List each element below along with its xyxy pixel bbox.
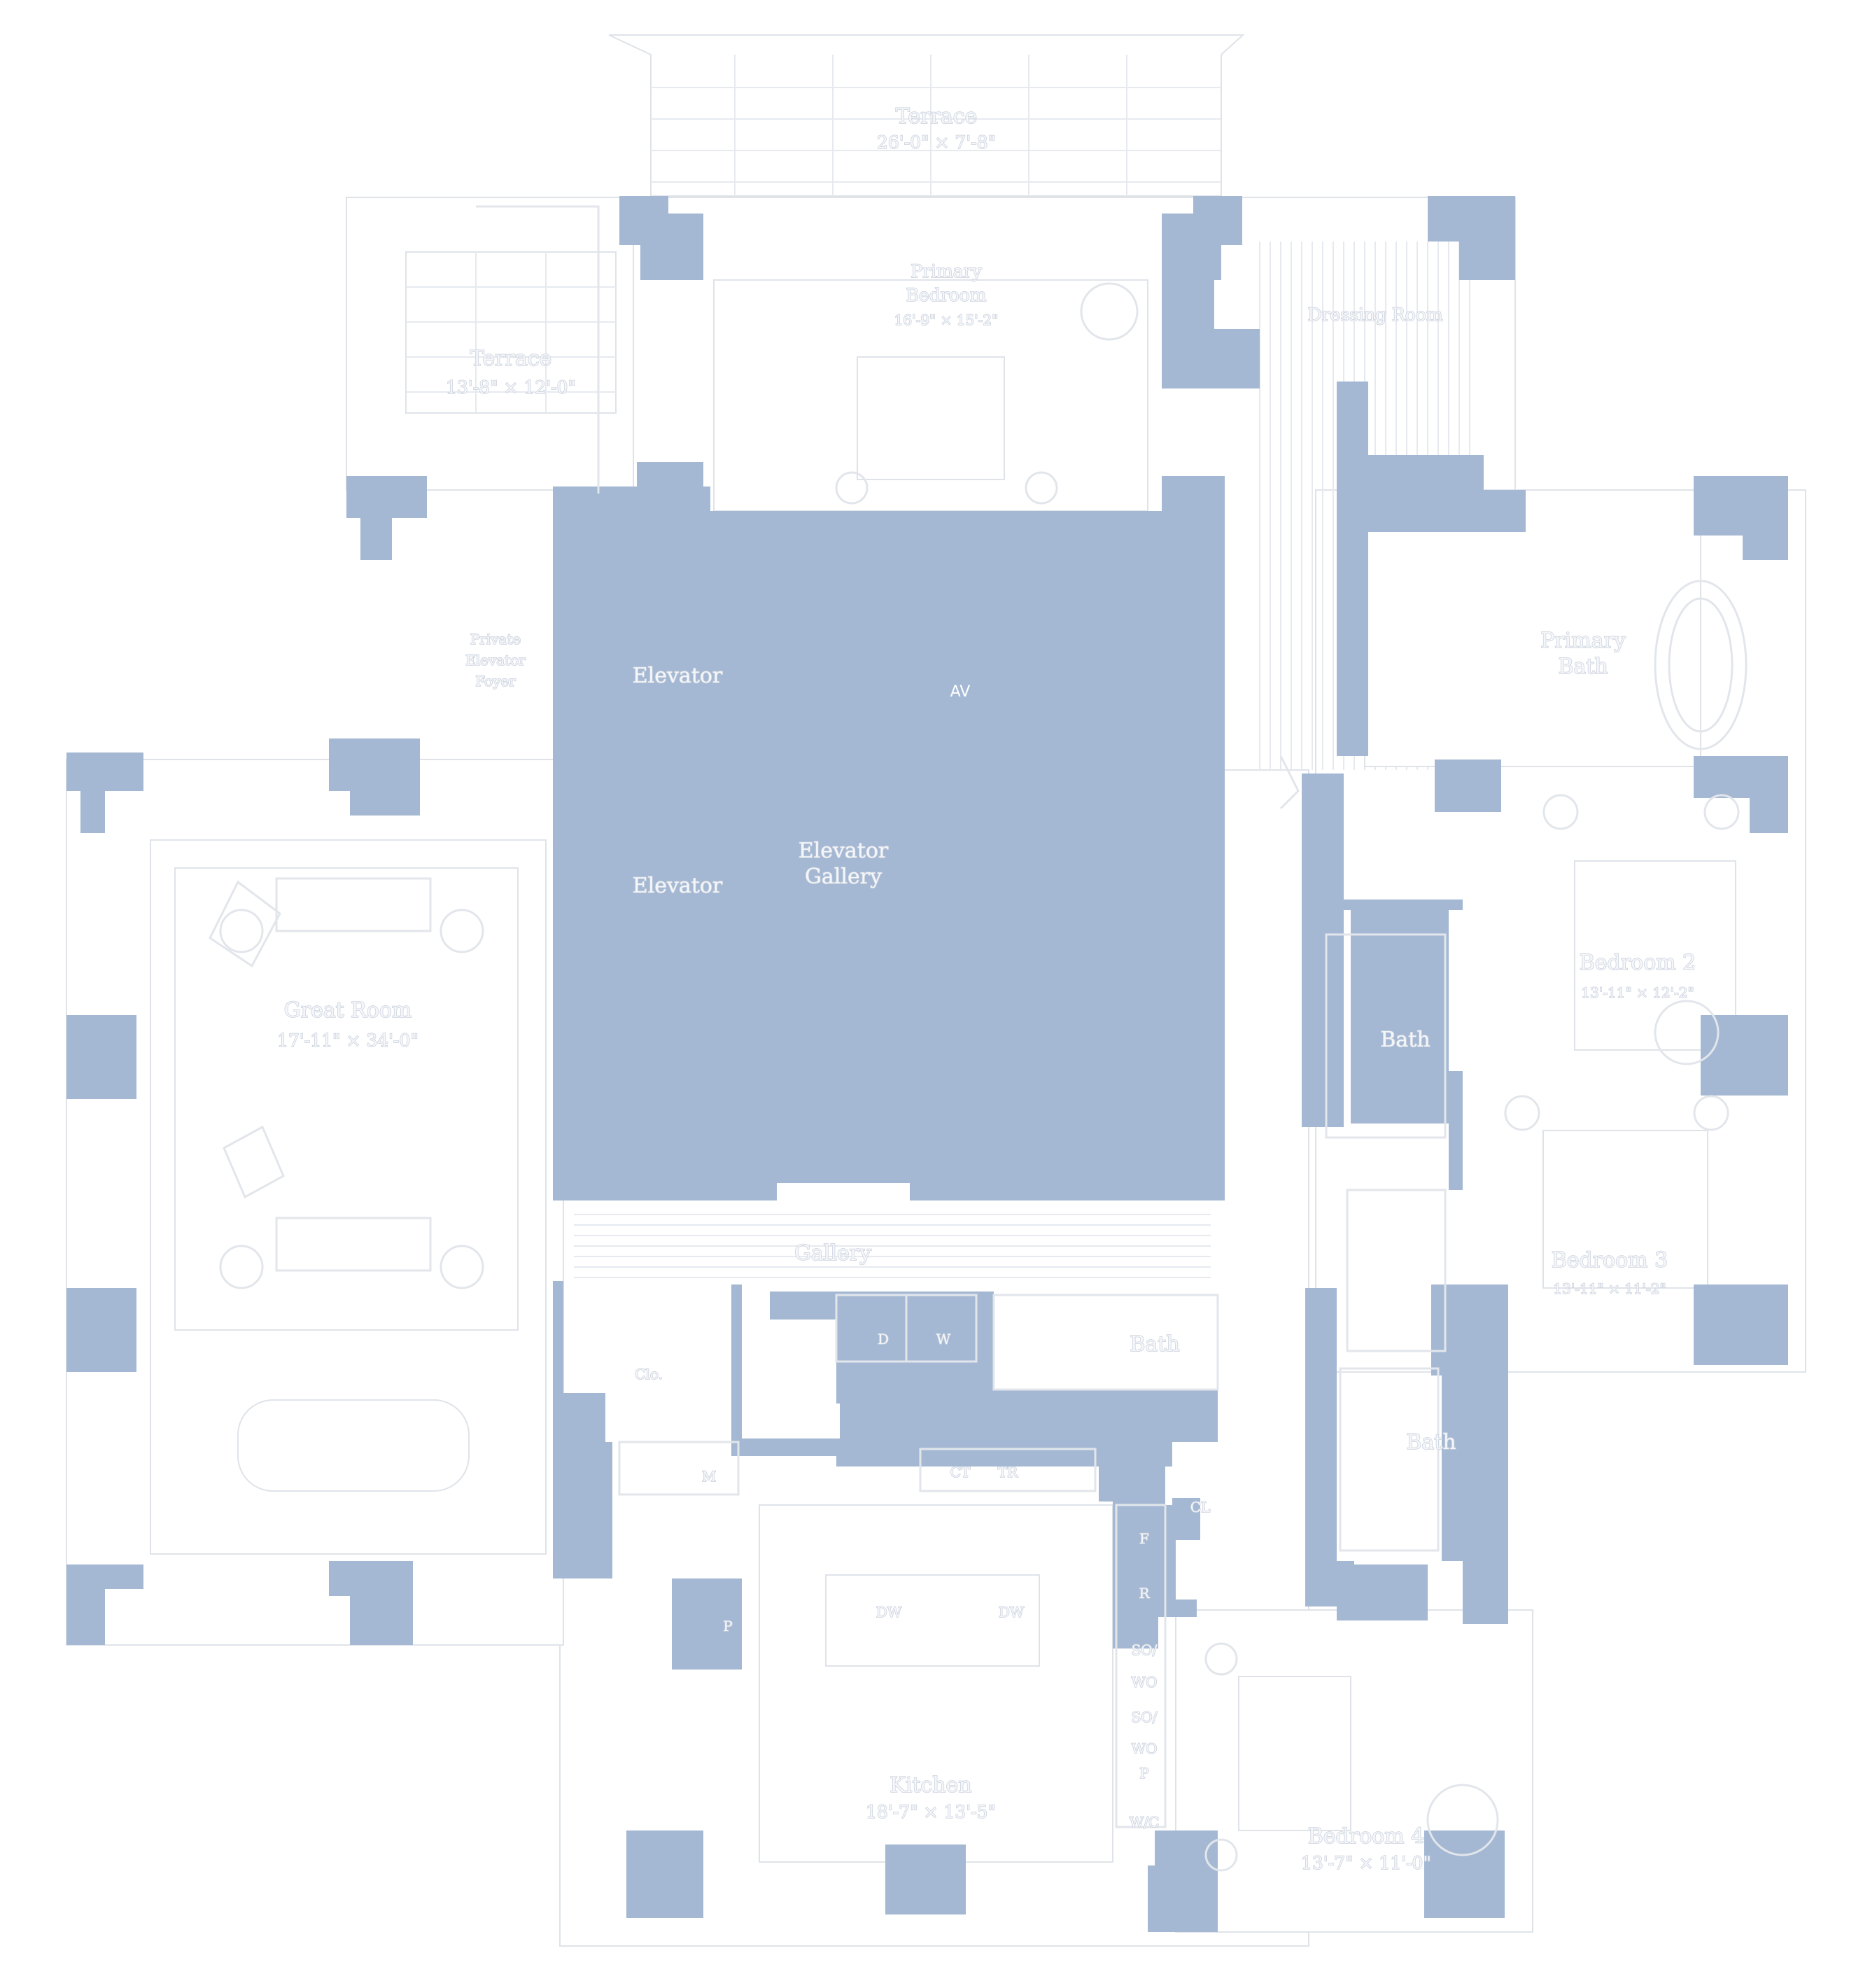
oven-2-label-b: WO xyxy=(1132,1740,1158,1757)
primary-bath-name-1: Primary xyxy=(1540,629,1626,653)
great-room-dims: 17'-11" × 34'-0" xyxy=(277,1030,419,1051)
oven-2-label-a: SO/ xyxy=(1132,1709,1158,1726)
terrace-top-name: Terrace xyxy=(896,104,978,129)
dishwasher-left-label: DW xyxy=(876,1604,902,1620)
room-labels: Terrace 26'-0" × 7'-8" Terrace 13'-8" × … xyxy=(276,104,1696,1874)
structural-walls xyxy=(66,196,1788,1932)
private-elevator-name-3: Foyer xyxy=(475,673,516,690)
terrace-left-name: Terrace xyxy=(470,346,552,371)
primary-bath-name-2: Bath xyxy=(1558,654,1608,679)
closet-label: Clo. xyxy=(635,1366,663,1382)
refrigerator-label: R xyxy=(1139,1585,1150,1602)
pantry-label-kitchen: P xyxy=(1139,1765,1148,1782)
trash-label: TR xyxy=(998,1464,1018,1480)
great-room-name: Great Room xyxy=(284,998,412,1023)
bath-right-name: Bath xyxy=(1406,1430,1456,1455)
kitchen-dims: 18'-7" × 13'-5" xyxy=(866,1802,996,1822)
private-elevator-name-1: Private xyxy=(470,631,521,648)
dryer-label: D xyxy=(878,1331,889,1348)
gallery-name: Gallery xyxy=(794,1241,871,1266)
elevator-gallery-name-2: Gallery xyxy=(805,864,882,889)
oven-1-label-b: WO xyxy=(1132,1674,1158,1690)
oven-1-label-a: SO/ xyxy=(1132,1642,1158,1658)
dressing-room-name: Dressing Room xyxy=(1307,304,1442,325)
microwave-label: M xyxy=(702,1468,716,1485)
bedroom-3-name: Bedroom 3 xyxy=(1552,1248,1668,1273)
primary-bedroom-name-2: Bedroom xyxy=(906,285,987,305)
pantry-label-left: P xyxy=(723,1618,732,1634)
cooktop-label: CT xyxy=(950,1464,971,1480)
bedroom-2-name: Bedroom 2 xyxy=(1580,951,1696,975)
terrace-top-dims: 26'-0" × 7'-8" xyxy=(877,132,996,153)
washer-label: W xyxy=(936,1331,951,1348)
wine-cooler-label: W/C xyxy=(1130,1814,1160,1830)
bath-center-name: Bath xyxy=(1130,1332,1179,1357)
elevator-2-label: Elevator xyxy=(633,874,723,898)
bedroom-4-dims: 13'-7" × 11'-0" xyxy=(1301,1853,1431,1873)
terrace-left-dims: 13'-8" × 12'-0" xyxy=(446,377,576,398)
dishwasher-right-label: DW xyxy=(999,1604,1025,1620)
kitchen-name: Kitchen xyxy=(890,1773,971,1798)
appliance-labels: D W M P CT TR DW DW F R SO/ WO SO/ WO P … xyxy=(701,1330,1211,1831)
primary-bedroom-dims: 16'-9" × 15'-2" xyxy=(894,312,999,328)
elevator-1-label: Elevator xyxy=(633,664,723,688)
bedroom-2-dims: 13'-11" × 12'-2" xyxy=(1581,984,1694,1001)
closet-tag-label: CL xyxy=(1190,1499,1211,1516)
primary-bedroom-name-1: Primary xyxy=(911,261,982,281)
bath-left-name: Bath xyxy=(1380,1028,1430,1052)
private-elevator-name-2: Elevator xyxy=(465,652,526,668)
bedroom-3-dims: 13'-11" × 11'-2" xyxy=(1553,1280,1666,1297)
bedroom-4-name: Bedroom 4 xyxy=(1308,1824,1425,1849)
av-label: AV xyxy=(950,683,971,701)
freezer-label: F xyxy=(1139,1530,1149,1547)
fixtures xyxy=(209,205,1740,1872)
elevator-gallery-name-1: Elevator xyxy=(799,839,889,863)
